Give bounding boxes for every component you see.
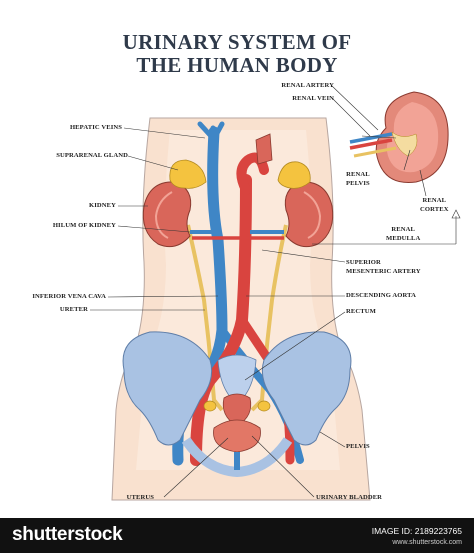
right-kidney xyxy=(284,181,334,248)
pubic-arch xyxy=(181,437,293,478)
uterus xyxy=(222,393,252,427)
image-id: IMAGE ID: 2189223765 xyxy=(371,526,462,536)
urinary-system-illustration xyxy=(90,85,461,501)
label-kidney: KIDNEY xyxy=(89,202,116,209)
label-rectum: RECTUM xyxy=(346,308,376,315)
shutterstock-logo[interactable]: shutterstock xyxy=(12,524,123,545)
pelvis-bone-right xyxy=(261,331,352,446)
label-renal-vein: RENAL VEIN xyxy=(292,95,334,102)
leader-lines xyxy=(90,85,457,498)
label-ureter: URETER xyxy=(59,306,88,313)
right-suprarenal-gland xyxy=(277,161,311,189)
label-suprarenal-gland: SUPRARENAL GLAND xyxy=(56,152,128,159)
label-renal-artery: RENAL ARTERY xyxy=(281,82,334,89)
label-inferior-vena-cava: INFERIOR VENA CAVA xyxy=(32,293,106,300)
label-renal-medulla: RENAL MEDULLA xyxy=(386,226,421,242)
label-descending-aorta: DESCENDING AORTA xyxy=(346,292,416,299)
label-pelvis: PELVIS xyxy=(346,443,370,450)
footer-bar xyxy=(0,518,474,553)
label-renal-pelvis: RENAL PELVIS xyxy=(346,171,370,187)
label-renal-cortex: RENAL CORTEX xyxy=(420,197,449,213)
left-kidney xyxy=(142,181,192,248)
left-suprarenal-gland xyxy=(169,159,207,189)
label-superior-mesenteric-artery: SUPERIOR MESENTERIC ARTERY xyxy=(346,259,421,275)
site-url[interactable]: www.shutterstock.com xyxy=(392,539,462,546)
title-line-1: URINARY SYSTEM OF xyxy=(122,30,352,54)
descending-aorta xyxy=(190,174,252,466)
label-hilum-of-kidney: HILUM OF KIDNEY xyxy=(52,222,116,229)
title-line-2: THE HUMAN BODY xyxy=(136,53,338,77)
sacrum xyxy=(217,354,257,405)
renal-cross-section xyxy=(349,91,449,184)
liver-stub xyxy=(255,133,273,165)
urinary-bladder xyxy=(213,419,261,453)
label-uterus: UTERUS xyxy=(126,494,154,501)
label-hepatic-veins: HEPATIC VEINS xyxy=(69,124,122,131)
label-urinary-bladder: URINARY BLADDER xyxy=(316,494,383,501)
pelvis-bone-left xyxy=(122,331,213,446)
